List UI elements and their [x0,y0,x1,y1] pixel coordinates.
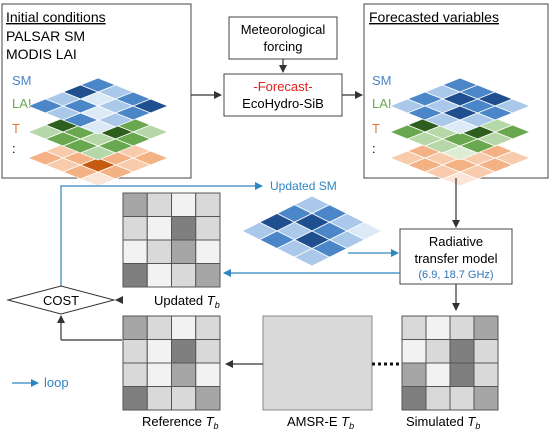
amsre-tb-observation [262,315,373,411]
forecast-sm-cell [441,119,479,135]
initial-t-label: T [12,121,20,136]
reference-tb-cell [146,339,172,364]
rtm-line1: Radiative [429,234,483,249]
reference-tb-cell [146,386,172,411]
initial-conditions-title: Initial conditions [6,9,106,25]
updated-sm-loop-line [60,182,263,286]
reference-tb-cell [195,339,221,364]
simulated-tb-cell [473,339,499,364]
amsre-tb-label: AMSR-E Tb [287,414,354,431]
simulated-tb-cell [425,386,451,411]
updated-tb-cell [171,263,197,288]
reference-tb-cell [171,362,197,387]
updated-tb-cell [195,239,221,264]
cost-label: COST [43,293,79,308]
updated-tb-cell [146,192,172,217]
initial-sm-cell [79,119,117,135]
updated-tb-label: Updated Tb [154,293,220,310]
updated-tb-cell [146,216,172,241]
reference-tb-cell [195,362,221,387]
updated-sm-map [241,195,383,267]
reference-tb-cell [122,386,148,411]
met-line2: forcing [263,39,302,54]
updated-tb-cell [122,192,148,217]
initial-sm-label: SM [12,73,32,88]
simulated-tb-label: Simulated Tb [406,414,480,431]
loop-legend-label: loop [44,375,69,390]
simulated-tb-cell [449,339,475,364]
reference-tb-cell [146,315,172,340]
simulated-tb-cell [401,386,427,411]
reference-tb-grid [122,315,221,411]
rtm-line2: transfer model [414,251,497,266]
reference-tb-cell [122,315,148,340]
cost-diamond [6,285,116,315]
updated-tb-cell [171,239,197,264]
updated-tb-cell [195,216,221,241]
palsar-sm-label: PALSAR SM [6,28,85,44]
simulated-tb-cell [449,362,475,387]
updated-tb-cell [195,263,221,288]
met-line1: Meteorological [241,22,326,37]
meteorological-forcing-box [228,16,338,60]
forecast-layer-stack [388,77,532,187]
modis-lai-label: MODIS LAI [6,46,77,62]
updated-tb-cell [171,216,197,241]
simulated-tb-cell [401,315,427,340]
forecast-lai-cell [441,145,479,161]
initial-lai-label: LAI [12,96,32,111]
updated-tb-cell [171,192,197,217]
initial-more-label: : [12,141,16,156]
forecast-lai-label: LAI [372,96,392,111]
simulated-tb-cell [449,315,475,340]
simulated-tb-cell [425,339,451,364]
forecast-t-cell [441,171,479,187]
reference-tb-cell [171,315,197,340]
reference-tb-label: Reference Tb [142,414,219,431]
model-name-label: EcoHydro-SiB [242,96,324,111]
initial-lai-cell [79,145,117,161]
updated-tb-grid [122,192,221,288]
forecast-model-box [223,73,343,117]
updated-sm-cell [293,248,331,267]
reference-tb-cell [195,315,221,340]
forecast-more-label: : [372,141,376,156]
updated-tb-cell [146,239,172,264]
updated-tb-cell [122,263,148,288]
forecast-t-label: T [372,121,380,136]
initial-layer-stack [26,77,170,187]
updated-tb-cell [122,216,148,241]
updated-tb-cell [195,192,221,217]
simulated-tb-cell [425,362,451,387]
simulated-tb-cell [449,386,475,411]
simulated-tb-cell [473,362,499,387]
simulated-tb-cell [473,386,499,411]
simulated-tb-cell [401,362,427,387]
simulated-tb-grid [401,315,499,411]
reference-tb-cell [146,362,172,387]
simulated-tb-cell [401,339,427,364]
reference-tb-cell [171,386,197,411]
forecasted-variables-title: Forecasted variables [369,9,499,25]
radiative-transfer-model-box [399,228,513,285]
forecast-sm-label: SM [372,73,392,88]
reference-tb-cell [122,362,148,387]
simulated-tb-cell [425,315,451,340]
updated-tb-cell [122,239,148,264]
simulated-tb-cell [473,315,499,340]
updated-tb-cell [146,263,172,288]
forecast-label: -Forecast- [253,79,312,94]
updated-sm-label: Updated SM [270,179,337,193]
reference-tb-cell [171,339,197,364]
reference-tb-cell [195,386,221,411]
reference-tb-cell [122,339,148,364]
rtm-frequencies: (6.9, 18.7 GHz) [418,269,493,281]
